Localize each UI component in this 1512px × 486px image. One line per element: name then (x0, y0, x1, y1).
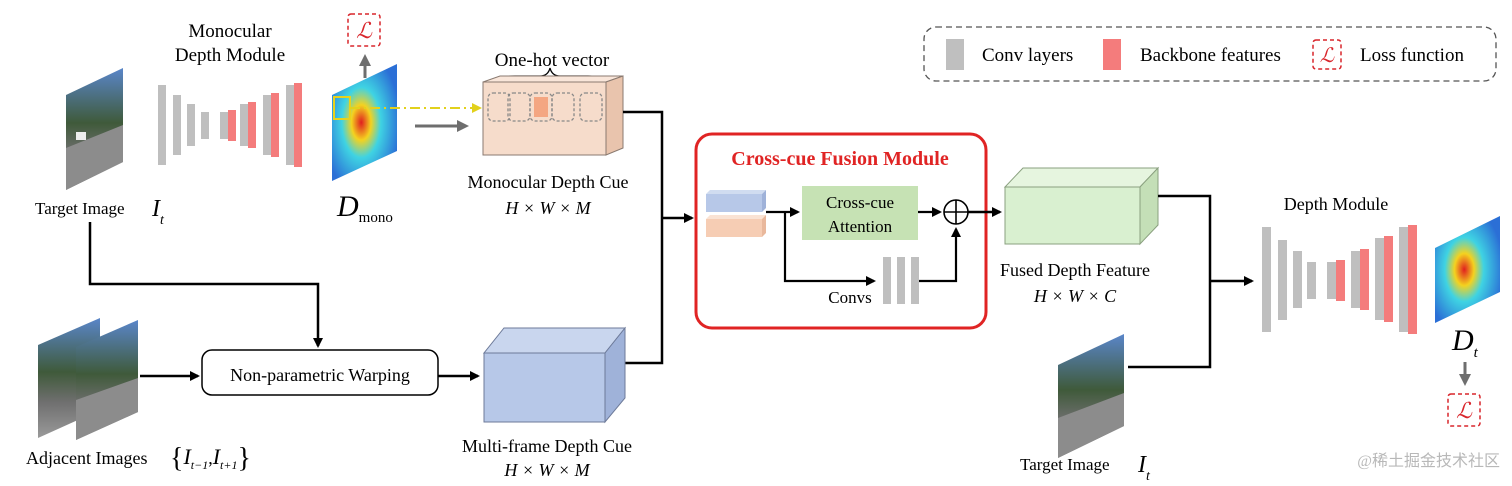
loss-box-bottom (1447, 393, 1481, 427)
warping-box (201, 349, 439, 396)
target-to-warping-arrow (88, 222, 323, 348)
target-image-symbol: It (151, 196, 165, 228)
legend-backbone-label: Backbone features (1140, 45, 1281, 66)
mono-module-title-1: Monocular (188, 21, 272, 42)
adjacent-images-thumbnails (38, 318, 138, 440)
mono-cue-cube (482, 75, 624, 156)
multi-cue-label: Multi-frame Depth Cue (462, 436, 632, 456)
fusion-input-blocks (706, 190, 766, 237)
legend-conv-swatch (946, 39, 964, 70)
mono-module-title-2: Depth Module (175, 45, 285, 66)
fused-feature-label: Fused Depth Feature (1000, 260, 1150, 280)
attention-label-1: Cross-cue (826, 193, 894, 212)
legend-conv-label: Conv layers (982, 45, 1073, 66)
depth-module-title: Depth Module (1284, 194, 1388, 214)
convs-to-sum-arrow (919, 227, 961, 283)
dmono-depth-map (332, 64, 397, 181)
sum-operator-icon (943, 199, 969, 225)
multi-cue-cube (482, 326, 627, 424)
cross-cue-attention-box (802, 186, 918, 240)
target-image-thumbnail (66, 68, 123, 190)
target-image-2-symbol: It (1137, 452, 1151, 484)
dmono-symbol: Dmono (336, 190, 393, 226)
target-image-2-label: Target Image (1020, 455, 1110, 474)
watermark-text: @稀土掘金技术社区 (1357, 452, 1500, 470)
one-hot-label: One-hot vector (495, 50, 610, 71)
fusion-module-title: Cross-cue Fusion Module (731, 148, 949, 170)
loss-symbol-top: ℒ (356, 18, 373, 43)
depth-module-network (1262, 225, 1417, 334)
cue-merge-line (623, 110, 664, 365)
legend-loss-swatch (1312, 39, 1342, 70)
dt-symbol: Dt (1451, 324, 1479, 361)
mono-cue-label: Monocular Depth Cue (468, 172, 629, 192)
loss-box-top (347, 13, 381, 47)
warping-label: Non-parametric Warping (230, 365, 410, 385)
legend-loss-label: Loss function (1360, 45, 1464, 66)
attention-label-2: Attention (828, 217, 893, 236)
mono-depth-network (158, 83, 302, 167)
multi-cue-dims: H × W × M (503, 460, 590, 480)
target-image-2-thumbnail (1058, 334, 1124, 458)
dt-depth-map (1435, 216, 1500, 323)
mono-cue-dims: H × W × M (504, 198, 591, 218)
legend-box (923, 26, 1497, 82)
loss-symbol-bottom: ℒ (1456, 398, 1473, 423)
adjacent-images-set: {It−1,It+1} (170, 443, 251, 474)
fusion-to-convs-arrow (783, 212, 876, 286)
adjacent-images-label: Adjacent Images (26, 448, 147, 468)
fused-feature-cube (1003, 166, 1160, 246)
target-image-label: Target Image (35, 199, 125, 218)
legend-loss-symbol: ℒ (1320, 45, 1335, 67)
fused-feature-dims: H × W × C (1033, 286, 1117, 306)
convs-label: Convs (828, 288, 871, 307)
legend-backbone-swatch (1103, 39, 1121, 70)
convs-block (883, 257, 919, 304)
